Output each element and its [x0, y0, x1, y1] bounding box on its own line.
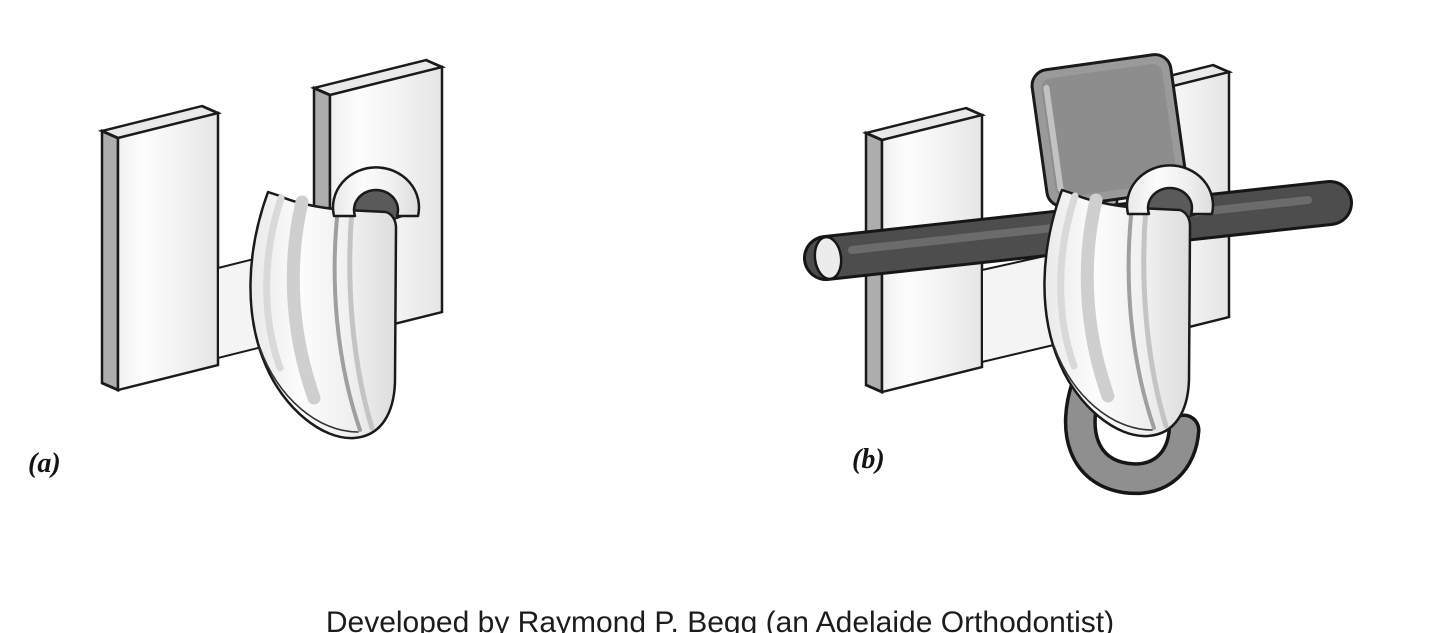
panel-label-a: (a) [28, 448, 61, 479]
bracket-illustration-b [803, 53, 1353, 496]
bracket-channel-a [250, 167, 419, 438]
pin-tail-hook [1063, 365, 1201, 496]
bracket-illustration-a [100, 54, 444, 520]
figure-caption: Developed by Raymond P. Begg (an Adelaid… [325, 606, 1115, 633]
slab-left-a [100, 100, 220, 396]
lock-pin [1030, 53, 1188, 209]
archwire-cut-end [813, 235, 843, 281]
panel-label-b: (b) [852, 444, 885, 475]
